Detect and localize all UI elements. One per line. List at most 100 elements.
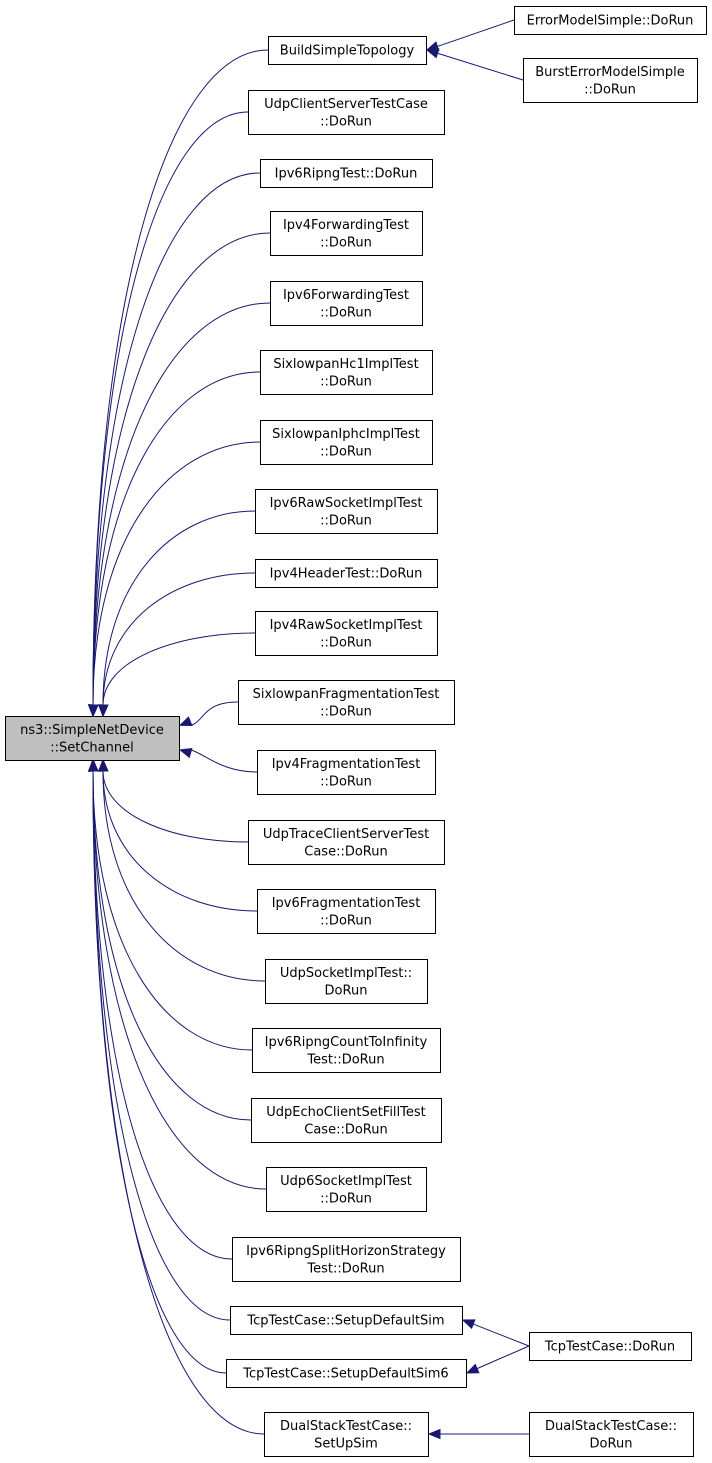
node-udp-client-server-test-case[interactable]: UdpClientServerTestCase::DoRun (248, 90, 445, 135)
node-dual-stack-test-case-setup-sim[interactable]: DualStackTestCase::SetUpSim (264, 1412, 429, 1457)
node-label: ::DoRun (320, 635, 372, 650)
edge-ipv4-raw-socket-impl-test (102, 632, 256, 706)
node-box (255, 489, 438, 534)
node-label: UdpSocketImplTest:: (280, 966, 412, 981)
edge-arrow (461, 1319, 476, 1330)
edge-udp-socket-impl-test (102, 770, 266, 982)
node-label: BurstErrorModelSimple (535, 65, 684, 80)
node-label: DualStackTestCase:: (280, 1419, 412, 1434)
node-ipv4-raw-socket-impl-test[interactable]: Ipv4RawSocketImplTest::DoRun (255, 611, 438, 656)
node-box (266, 1167, 427, 1212)
node-box (260, 159, 433, 188)
edge-tcp-test-case-setup-default-sim6 (92, 770, 227, 1374)
node-box (5, 716, 180, 761)
node-root[interactable]: ns3::SimpleNetDevice::SetChannel (5, 716, 180, 761)
node-ipv6-fragmentation-test[interactable]: Ipv6FragmentationTest::DoRun (257, 889, 436, 934)
edge-arrow (425, 48, 440, 59)
node-box (523, 58, 698, 103)
node-label: Ipv6FragmentationTest (272, 896, 421, 911)
node-dual-stack-test-case-dorun[interactable]: DualStackTestCase::DoRun (529, 1412, 694, 1457)
edge-udp-trace-client-server-test-case (102, 770, 249, 843)
node-box (255, 559, 438, 588)
node-build-simple-topology[interactable]: BuildSimpleTopology (268, 36, 427, 65)
node-box (268, 36, 427, 65)
edge-udp-client-server-test-case (92, 111, 249, 706)
node-label: Ipv6RipngCountToInfinity (265, 1035, 428, 1050)
node-box (270, 281, 423, 326)
node-label: TcpTestCase::SetupDefaultSim (246, 1314, 444, 1329)
node-udp-socket-impl-test[interactable]: UdpSocketImplTest::DoRun (265, 959, 428, 1004)
node-label: ::DoRun (320, 114, 372, 129)
node-error-model-simple-dorun[interactable]: ErrorModelSimple::DoRun (514, 6, 707, 35)
node-tcp-test-case-setup-default-sim[interactable]: TcpTestCase::SetupDefaultSim (230, 1306, 463, 1335)
node-label: ::DoRun (320, 444, 372, 459)
node-sixlowpan-hc1-impl-test[interactable]: SixlowpanHc1ImplTest::DoRun (260, 350, 433, 395)
edge-build-simple-topology (92, 49, 269, 706)
node-label: SixlowpanIphcImplTest (272, 427, 420, 442)
node-box (270, 211, 423, 256)
edge-arrow (88, 704, 99, 718)
node-label: ::DoRun (320, 913, 372, 928)
node-ipv4-header-test[interactable]: Ipv4HeaderTest::DoRun (255, 559, 438, 588)
node-box (260, 350, 433, 395)
node-box (252, 1028, 441, 1073)
node-label: Ipv6RawSocketImplTest (270, 496, 423, 511)
node-box (257, 889, 436, 934)
node-ipv4-fragmentation-test[interactable]: Ipv4FragmentationTest::DoRun (257, 750, 436, 795)
node-label: Case::DoRun (304, 1122, 387, 1137)
edge-udp-echo-client-set-fill-test-case (92, 770, 252, 1121)
node-label: BuildSimpleTopology (280, 44, 415, 59)
node-label: ::DoRun (320, 704, 372, 719)
edge-ipv4-header-test (102, 572, 256, 706)
edge-ipv4-forwarding-test (92, 232, 271, 706)
node-label: DualStackTestCase:: (545, 1419, 677, 1434)
node-label: Ipv4HeaderTest::DoRun (270, 567, 423, 582)
node-udp6-socket-impl-test[interactable]: Udp6SocketImplTest::DoRun (266, 1167, 427, 1212)
node-ipv6-raw-socket-impl-test[interactable]: Ipv6RawSocketImplTest::DoRun (255, 489, 438, 534)
node-label: DoRun (590, 1436, 633, 1451)
node-label: Ipv6RipngTest::DoRun (275, 167, 418, 182)
node-box (230, 1306, 463, 1335)
node-label: SixlowpanFragmentationTest (253, 687, 440, 702)
edge-sixlowpan-fragmentation-test (190, 701, 239, 726)
edge-tcp-test-case-setup-default-sim (92, 770, 231, 1321)
node-label: DoRun (325, 983, 368, 998)
node-ipv6-ripng-test[interactable]: Ipv6RipngTest::DoRun (260, 159, 433, 188)
edge-ipv6-ripng-test (92, 172, 261, 706)
node-label: ::DoRun (320, 235, 372, 250)
node-box (260, 420, 433, 465)
edge-dual-stack-test-case-setup-sim (92, 770, 265, 1435)
node-sixlowpan-iphc-impl-test[interactable]: SixlowpanIphcImplTest::DoRun (260, 420, 433, 465)
node-box (248, 820, 445, 865)
node-sixlowpan-fragmentation-test[interactable]: SixlowpanFragmentationTest::DoRun (238, 680, 455, 725)
node-label: ::DoRun (320, 1191, 372, 1206)
node-ipv6-forwarding-test[interactable]: Ipv6ForwardingTest::DoRun (270, 281, 423, 326)
edge-arrow (98, 704, 109, 718)
node-label: ::DoRun (584, 82, 636, 97)
node-box (251, 1098, 442, 1143)
graph-edges (88, 19, 530, 1440)
node-box (265, 959, 428, 1004)
node-box (232, 1237, 461, 1282)
node-ipv4-forwarding-test[interactable]: Ipv4ForwardingTest::DoRun (270, 211, 423, 256)
node-box (529, 1412, 694, 1457)
node-label: SixlowpanHc1ImplTest (273, 357, 418, 372)
node-label: UdpClientServerTestCase (264, 97, 428, 112)
node-box (248, 90, 445, 135)
node-label: ::DoRun (320, 305, 372, 320)
edge-arrow (427, 1428, 441, 1440)
edge-tcp-test-case-dorun-to-tcp-test-case-setup-default-sim6 (476, 1345, 530, 1370)
node-box (226, 1359, 467, 1388)
node-burst-error-model-simple-dorun[interactable]: BurstErrorModelSimple::DoRun (523, 58, 698, 103)
node-tcp-test-case-setup-default-sim6[interactable]: TcpTestCase::SetupDefaultSim6 (226, 1359, 467, 1388)
node-label: SetUpSim (314, 1436, 378, 1451)
node-label: Test::DoRun (306, 1052, 384, 1067)
node-tcp-test-case-dorun[interactable]: TcpTestCase::DoRun (529, 1332, 692, 1361)
node-label: Test::DoRun (306, 1261, 384, 1276)
node-box (238, 680, 455, 725)
